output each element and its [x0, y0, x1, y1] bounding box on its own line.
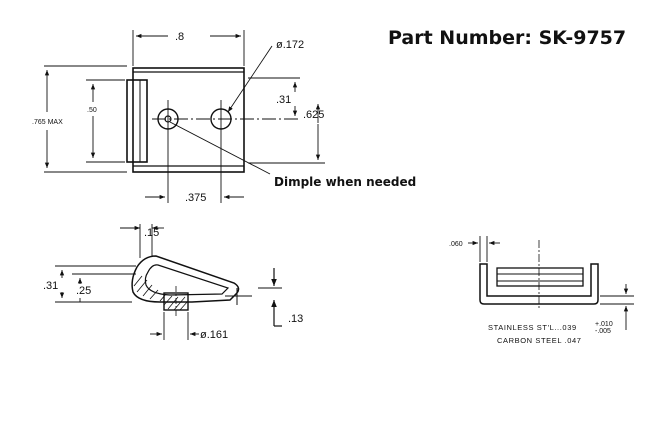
tolerance-plus: +.010 — [595, 321, 613, 328]
part-number-title: Part Number: SK-9757 — [388, 27, 626, 49]
left-tab — [126, 79, 148, 163]
carbon-label: CARBON STEEL .047 — [497, 336, 582, 345]
dim-width: .8 — [175, 31, 184, 43]
dimple-note: Dimple when needed — [274, 175, 416, 189]
channel-plate — [496, 267, 584, 287]
dim-hole-offset: .31 — [276, 94, 291, 106]
stainless-label: STAINLESS ST'L...039 — [488, 323, 577, 332]
top-body-outline — [132, 67, 245, 173]
dim-hole-spacing: .375 — [185, 192, 206, 204]
dim-side-height: .31 — [43, 280, 58, 292]
side-profile — [131, 255, 240, 303]
dim-wall: .060 — [449, 241, 463, 248]
side-view: .15 .31 .25 .13 ø.161 — [43, 224, 303, 341]
dim-pin-diameter: ø.161 — [200, 329, 228, 341]
dim-thickness: .13 — [288, 313, 303, 325]
dim-lip: .15 — [144, 227, 159, 239]
end-view: .060 STAINLESS ST'L...039 +.010 -.005 CA… — [449, 236, 634, 345]
dim-side-inner: .25 — [76, 285, 91, 297]
dim-hole-diameter: ø.172 — [276, 39, 304, 51]
dim-inner-height: .50 — [87, 107, 97, 114]
tolerance-minus: -.005 — [595, 328, 611, 335]
channel-outer — [479, 263, 599, 305]
dim-height-max: .765 MAX — [32, 119, 63, 126]
dim-tab-height: .625 — [303, 109, 324, 121]
top-view: .8 ø.172 .765 MAX .50 .31 .625 .375 Dimp — [32, 30, 416, 204]
